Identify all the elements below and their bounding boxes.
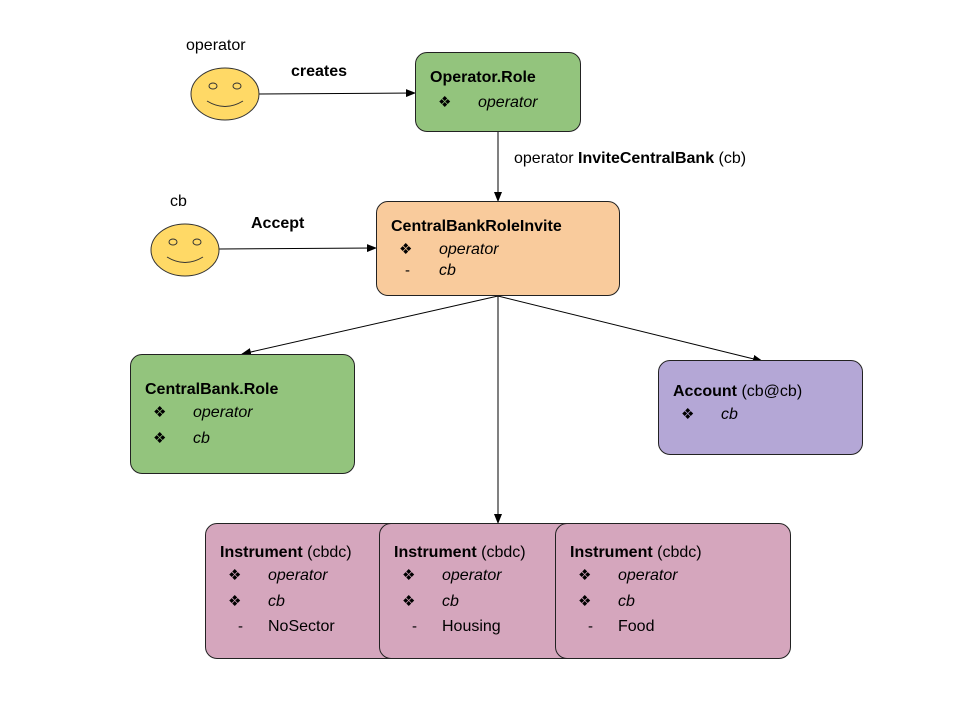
box-title: Account (cb@cb): [673, 383, 803, 400]
box-title: CentralBankRoleInvite: [391, 218, 562, 235]
operator-smiley-icon: [190, 67, 260, 121]
box-title: Operator.Role: [430, 69, 536, 86]
bullet-icon: ❖: [402, 593, 416, 610]
box-row: ❖cb: [153, 430, 210, 447]
bullet-icon: ❖: [578, 593, 592, 610]
box-row: -cb: [399, 262, 456, 280]
box-row: ❖operator: [399, 241, 499, 258]
box-row: ❖cb: [402, 593, 459, 610]
centralbank-role-box: CentralBank.Role ❖operator ❖cb: [130, 354, 355, 474]
bullet-icon: ❖: [228, 567, 242, 584]
arrow-to-centralbank-role: [241, 295, 499, 356]
cb-actor-label: cb: [170, 193, 187, 210]
operator-actor-label: operator: [186, 37, 246, 54]
box-row: -Food: [578, 618, 654, 636]
creates-arrow: [258, 89, 416, 98]
box-row: -NoSector: [228, 618, 335, 636]
bullet-icon: ❖: [399, 241, 413, 258]
operator-role-box: Operator.Role ❖operator: [415, 52, 581, 132]
bullet-icon: ❖: [153, 404, 167, 421]
invite-edge-suffix: (cb): [714, 150, 747, 167]
centralbank-role-invite-box: CentralBankRoleInvite ❖operator -cb: [376, 201, 620, 296]
box-row: -Housing: [402, 618, 501, 636]
dash-marker: -: [405, 262, 410, 279]
box-row: ❖cb: [578, 593, 635, 610]
bullet-icon: ❖: [681, 406, 695, 423]
cb-smiley-icon: [150, 223, 220, 277]
box-row: ❖operator: [438, 94, 538, 111]
box-title: Instrument (cbdc): [570, 544, 702, 561]
bullet-icon: ❖: [578, 567, 592, 584]
dash-marker: -: [238, 618, 243, 635]
bullet-icon: ❖: [153, 430, 167, 447]
box-title: Instrument (cbdc): [220, 544, 352, 561]
box-row: ❖cb: [681, 406, 738, 423]
bullet-icon: ❖: [228, 593, 242, 610]
invite-edge-label: operator InviteCentralBank (cb): [514, 150, 746, 168]
invite-edge-choice: InviteCentralBank: [578, 150, 715, 167]
creates-label: creates: [291, 63, 348, 80]
box-row: ❖cb: [228, 593, 285, 610]
dash-marker: -: [412, 618, 417, 635]
accept-label: Accept: [251, 215, 305, 232]
bullet-icon: ❖: [438, 94, 452, 111]
box-title: CentralBank.Role: [145, 381, 279, 398]
account-box: Account (cb@cb) ❖cb: [658, 360, 863, 455]
box-title: Instrument (cbdc): [394, 544, 526, 561]
instrument-box-food: Instrument (cbdc) ❖operator ❖cb -Food: [555, 523, 791, 659]
box-row: ❖operator: [228, 567, 328, 584]
invite-edge-prefix: operator: [514, 150, 579, 167]
dash-marker: -: [588, 618, 593, 635]
box-row: ❖operator: [578, 567, 678, 584]
arrow-to-account: [497, 295, 763, 363]
accept-arrow: [218, 244, 377, 253]
box-row: ❖operator: [402, 567, 502, 584]
box-row: ❖operator: [153, 404, 253, 421]
bullet-icon: ❖: [402, 567, 416, 584]
